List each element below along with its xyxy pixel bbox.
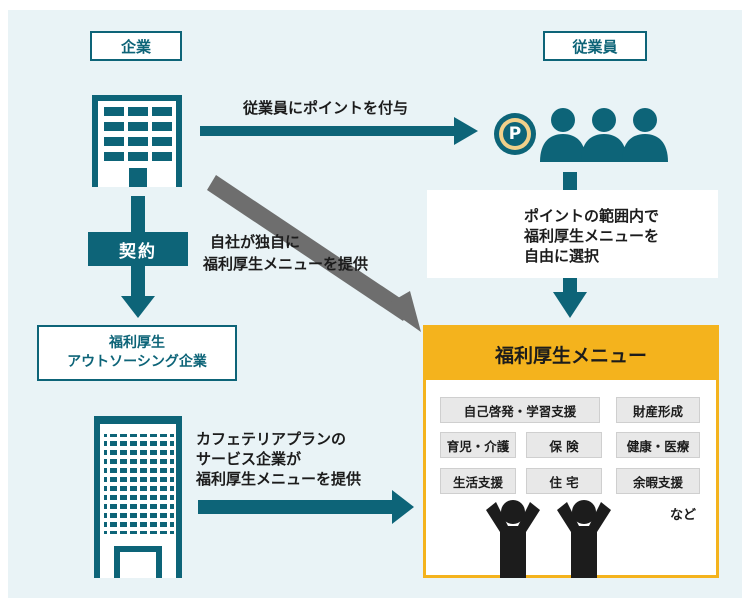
- menu-item: 余暇支援: [616, 468, 700, 494]
- choice-text-2: 福利厚生メニューを: [524, 227, 660, 245]
- contract-label: 契約: [88, 232, 188, 266]
- own-menu-text-2: 福利厚生メニューを提供: [203, 255, 369, 273]
- menu-item: 保 険: [526, 432, 602, 458]
- coin-symbol: P: [508, 124, 522, 144]
- point-coin-icon: [494, 113, 536, 155]
- employees-icon: [540, 108, 668, 162]
- service-company-building-icon: [94, 416, 182, 578]
- company-label: 企業: [90, 31, 182, 61]
- choice-coin-symbol: P: [473, 225, 485, 245]
- contract-arrow: [121, 196, 155, 318]
- grant-points-arrow: [200, 117, 478, 145]
- welfare-menu-title: 福利厚生メニュー: [426, 328, 716, 380]
- menu-item: 育児・介護: [440, 432, 516, 458]
- choice-text-3: 自由に選択: [524, 247, 600, 265]
- own-menu-arrow: [207, 175, 421, 332]
- menu-item: 自己啓発・学習支援: [440, 397, 600, 423]
- cafeteria-text-2: サービス企業が: [196, 450, 302, 468]
- cafeteria-arrow: [198, 490, 414, 524]
- cheering-people-icon: [486, 500, 611, 578]
- grant-points-text: 従業員にポイントを付与: [243, 99, 409, 117]
- company-building-icon: [92, 95, 182, 187]
- choice-text-1: ポイントの範囲内で: [524, 207, 660, 225]
- select-arrow: [553, 172, 587, 318]
- choice-box: [427, 190, 718, 278]
- cafeteria-text-1: カフェテリアプランの: [196, 430, 347, 448]
- own-menu-text-1: 自社が独自に: [210, 233, 301, 251]
- menu-item: 財産形成: [616, 397, 700, 423]
- welfare-menu-box: 福利厚生メニュー 自己啓発・学習支援 財産形成 育児・介護 保 険 健康・医療 …: [423, 325, 719, 578]
- menu-item: 住 宅: [526, 468, 602, 494]
- menu-etc: など: [670, 508, 697, 523]
- outsourcing-line-1: 福利厚生: [109, 335, 165, 351]
- employee-label: 従業員: [543, 31, 647, 61]
- cafeteria-text-3: 福利厚生メニューを提供: [196, 470, 362, 488]
- menu-item: 健康・医療: [616, 432, 700, 458]
- menu-item: 生活支援: [440, 468, 516, 494]
- outsourcing-company-box: 福利厚生 アウトソーシング企業: [37, 325, 237, 381]
- outsourcing-line-2: アウトソーシング企業: [67, 354, 207, 370]
